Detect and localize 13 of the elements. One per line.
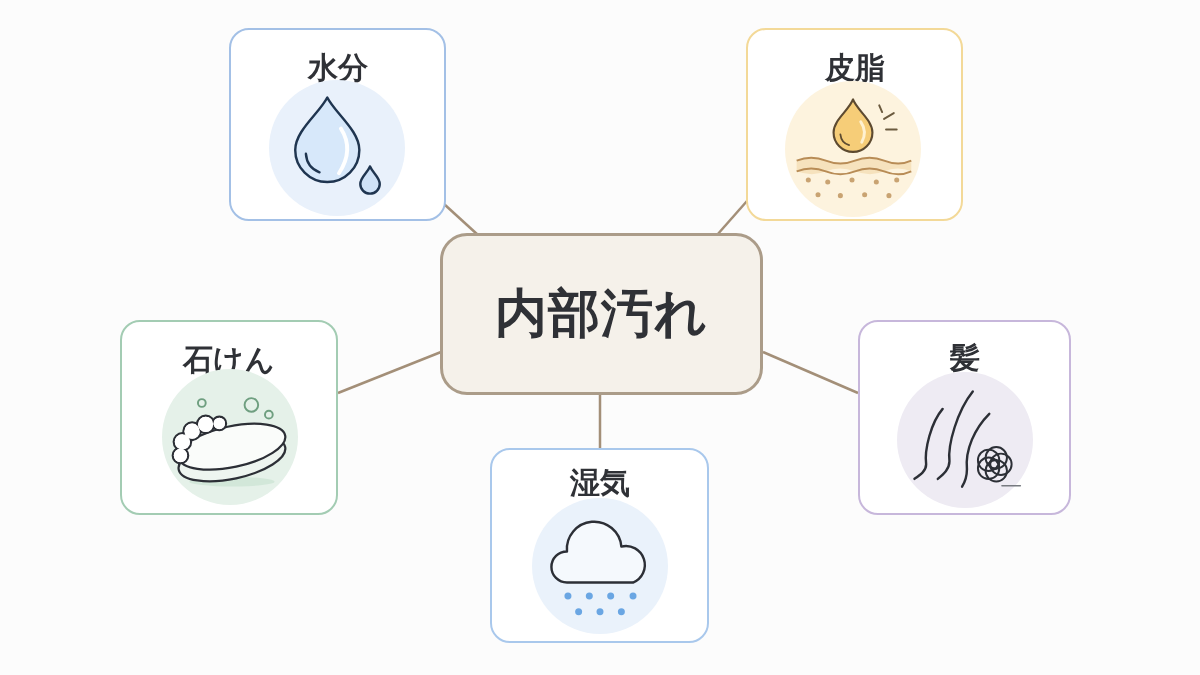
card-title: 皮脂 <box>824 50 885 86</box>
card-title: 湿気 <box>569 465 630 501</box>
connector-line <box>762 350 859 395</box>
topic-card <box>229 28 446 221</box>
topic-card <box>858 320 1071 515</box>
topic-card <box>746 28 963 221</box>
connector-line <box>598 395 602 448</box>
topic-box: 内部汚れ <box>440 233 763 395</box>
connector-line <box>337 350 442 395</box>
topic-card <box>490 448 709 643</box>
card-title: 髪 <box>949 340 980 376</box>
topic-card <box>120 320 338 515</box>
card-title: 水分 <box>307 50 368 86</box>
